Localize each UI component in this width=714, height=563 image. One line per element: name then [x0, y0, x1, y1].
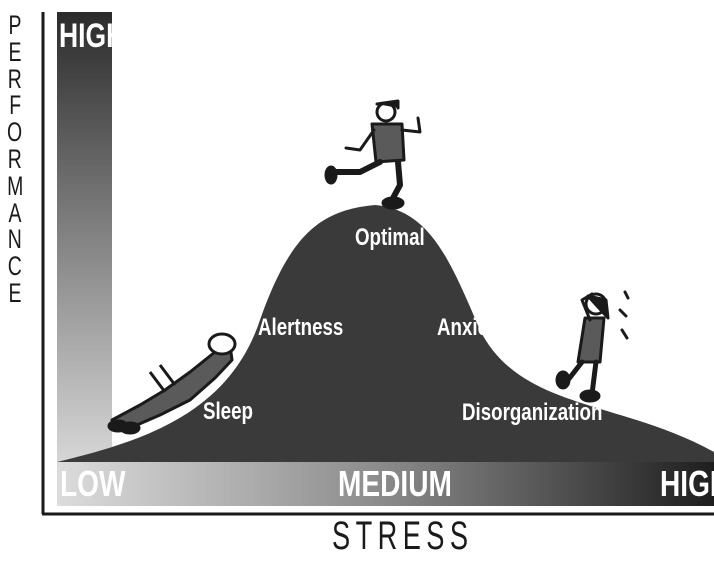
y-axis-title-letter: R [7, 143, 23, 174]
curve-label-alertness: Alertness [258, 314, 344, 341]
y-axis-title-letter: C [7, 251, 23, 282]
sleeping-person-icon [107, 332, 237, 435]
y-axis-title-letter: P [8, 10, 22, 40]
y-axis-title-letter: R [7, 63, 23, 94]
performance-curve [57, 205, 714, 462]
y-axis-title-letter: E [8, 36, 22, 67]
x-low-label: LOW [60, 463, 126, 504]
performance-gradient-bar [57, 12, 112, 462]
x-medium-label: MEDIUM [338, 463, 452, 504]
y-axis-title-letter: O [7, 117, 23, 148]
y-axis-title-letter: M [6, 170, 24, 201]
curve-label-sleep: Sleep [203, 398, 253, 425]
y-axis-title-letter: F [9, 90, 21, 121]
curve-label-optimal: Optimal [355, 224, 425, 251]
curve-label-disorganization: Disorganization [462, 399, 603, 426]
x-axis-title: STRESS [332, 514, 474, 558]
curve-label-anxiety: Anxiety [437, 314, 505, 341]
stress-gradient-bar [57, 462, 714, 506]
stressed-person-icon [555, 290, 630, 403]
y-axis-title-letter: E [8, 277, 22, 308]
y-high-label: HIGH [59, 17, 126, 55]
y-axis-title-letter: N [7, 224, 23, 255]
y-axis-title-letter: A [8, 197, 22, 228]
x-high-label: HIGH [660, 463, 714, 504]
running-person-icon [324, 99, 422, 210]
